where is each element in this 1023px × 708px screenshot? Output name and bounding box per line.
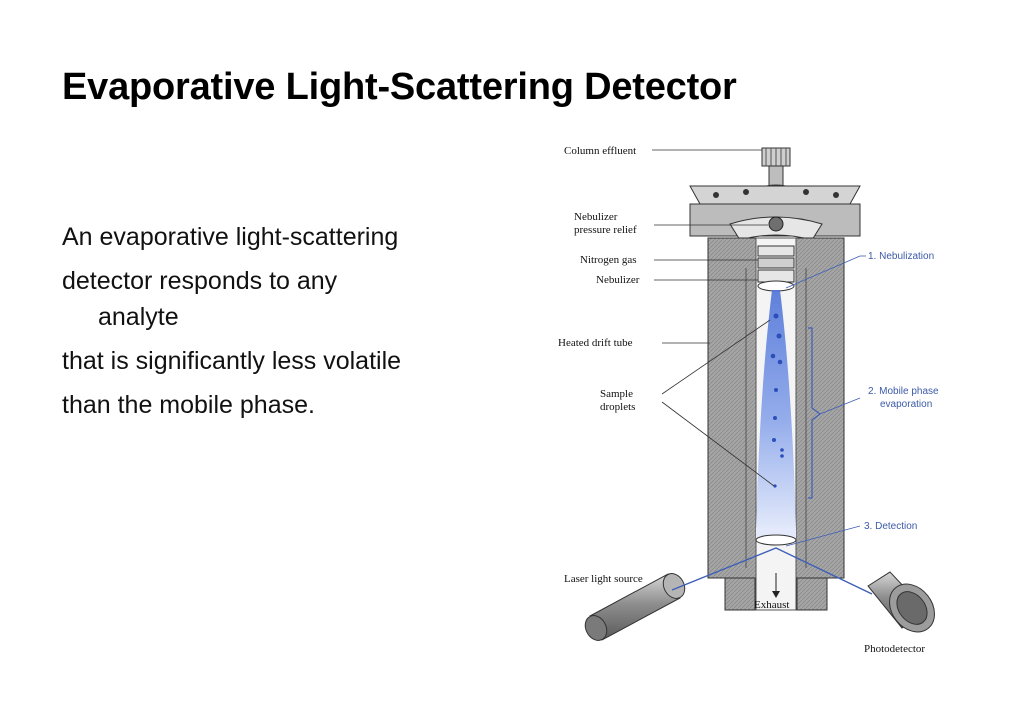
- step-evaporation-2: evaporation: [880, 399, 932, 410]
- step-evaporation-1: 2. Mobile phase: [868, 386, 939, 397]
- body-line-3: analyte: [98, 303, 179, 331]
- label-exhaust: Exhaust: [754, 599, 789, 611]
- label-nebulizer-pressure-relief-2: pressure relief: [574, 224, 637, 236]
- label-sample-droplets-2: droplets: [600, 401, 635, 413]
- droplet-plume: [755, 290, 797, 546]
- laser-light-source: [584, 573, 686, 641]
- nebulizer-stack: [757, 245, 795, 292]
- label-column-effluent: Column effluent: [564, 145, 636, 157]
- body-line-2: detector responds to any: [62, 267, 338, 295]
- label-photodetector: Photodetector: [864, 643, 925, 655]
- laser-beam: [671, 547, 873, 595]
- body-text: An evaporative light-scattering detector…: [62, 220, 522, 432]
- step-leader-lines: [785, 255, 866, 547]
- step-detection: 3. Detection: [864, 521, 917, 532]
- nebulizer-cone: [729, 216, 823, 241]
- label-heated-drift-tube: Heated drift tube: [558, 337, 633, 349]
- label-nebulizer: Nebulizer: [596, 274, 640, 286]
- label-nebulizer-pressure-relief-1: Nebulizer: [574, 211, 618, 223]
- body-line-1: An evaporative light-scattering: [62, 223, 399, 251]
- elsd-diagram: Column effluent Nebulizer pressure relie…: [558, 145, 939, 655]
- leader-lines: [652, 149, 775, 487]
- body-line-4: that is significantly less volatile: [62, 347, 402, 375]
- step-nebulization: 1. Nebulization: [868, 251, 934, 262]
- label-nitrogen-gas: Nitrogen gas: [580, 254, 637, 266]
- label-laser-light-source: Laser light source: [564, 573, 643, 585]
- body-line-5: than the mobile phase.: [62, 391, 315, 419]
- label-sample-droplets-1: Sample: [600, 388, 633, 400]
- photodetector: [867, 571, 935, 633]
- slide-title: Evaporative Light-Scattering Detector: [62, 66, 737, 108]
- exhaust-arrow: [772, 573, 780, 598]
